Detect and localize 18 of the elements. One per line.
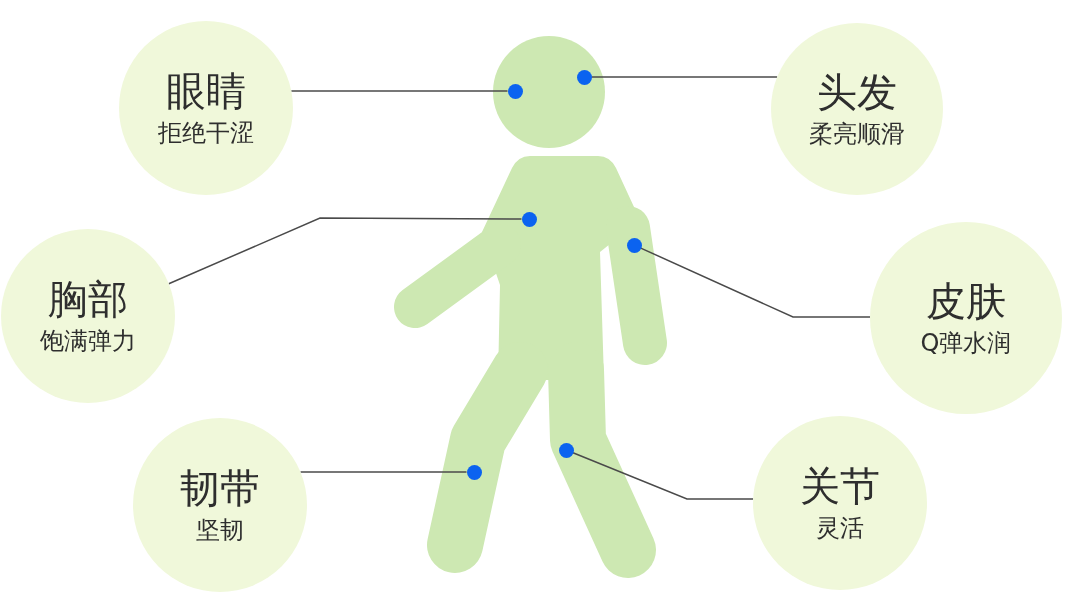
heading: 眼睛 (166, 68, 246, 114)
subheading: 坚韧 (196, 515, 244, 545)
heading: 皮肤 (926, 278, 1006, 324)
leader-line (168, 217, 523, 285)
leader-line (299, 471, 468, 473)
heading: 头发 (817, 69, 897, 115)
leader-line (640, 247, 871, 318)
heading: 胸部 (48, 276, 128, 322)
subheading: Q弹水润 (920, 328, 1012, 358)
subheading: 拒绝干涩 (158, 118, 254, 148)
subheading: 饱满弹力 (40, 326, 136, 356)
heading: 韧带 (180, 465, 260, 511)
leader-line (590, 76, 778, 78)
heading: 关节 (800, 463, 880, 509)
subheading: 灵活 (816, 513, 864, 543)
subheading: 柔亮顺滑 (809, 119, 905, 149)
leader-line (290, 90, 509, 92)
leader-line (572, 452, 754, 500)
